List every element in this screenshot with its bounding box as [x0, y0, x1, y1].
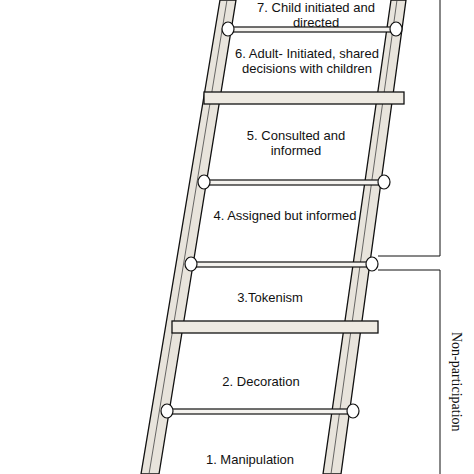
- rope-knot: [185, 257, 197, 271]
- rung-label: 5. Consulted and informed: [226, 128, 366, 158]
- rope-knot: [347, 404, 359, 418]
- rope-knot: [366, 257, 378, 271]
- rope-rung: [200, 180, 387, 185]
- rope-knot: [222, 22, 234, 36]
- rope-knot: [161, 404, 173, 418]
- rope-rung: [162, 409, 356, 414]
- ladder-rail: [141, 0, 236, 474]
- rope-knot: [198, 175, 210, 189]
- plank-rung: [204, 92, 404, 104]
- rung-label: 4. Assigned but informed: [210, 208, 360, 223]
- rung-label: 6. Adult- Initiated, shared decisions wi…: [222, 46, 392, 76]
- plank-rung: [172, 321, 378, 333]
- non-participation-bracket: [378, 270, 440, 474]
- rail-grain: [149, 0, 227, 474]
- rung-label: 3.Tokenism: [200, 290, 340, 305]
- rung-label: 7. Child initiated and directed: [246, 0, 386, 30]
- rung-label: 2. Decoration: [186, 374, 336, 389]
- rope-knot: [390, 22, 402, 36]
- side-label: Non-participation: [448, 332, 464, 432]
- rung-label: 1. Manipulation: [175, 452, 325, 467]
- participation-bracket: [378, 0, 440, 256]
- rope-knot: [378, 175, 390, 189]
- rope-rung: [186, 262, 376, 267]
